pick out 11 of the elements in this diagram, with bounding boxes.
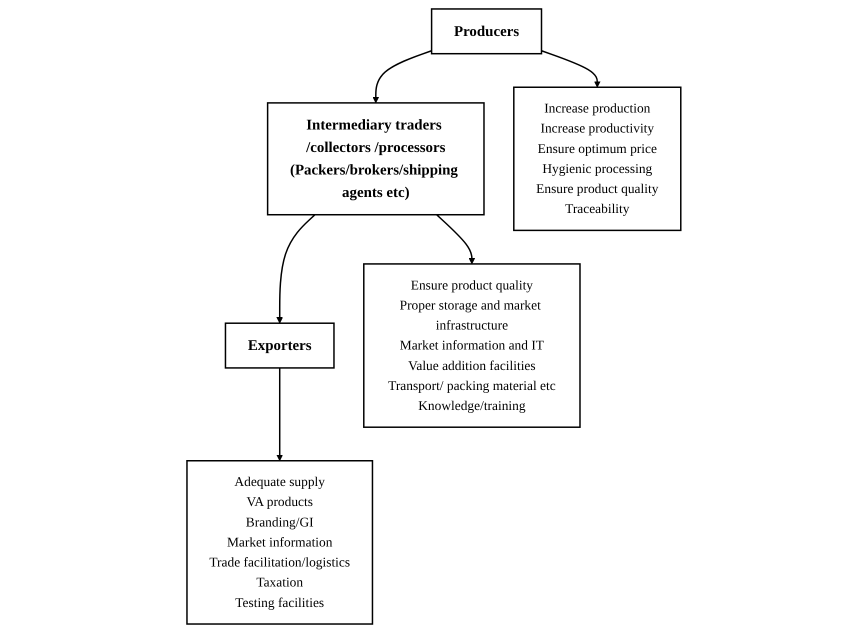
arrow (436, 214, 475, 264)
node-box: Exporters (224, 322, 334, 369)
arrow (540, 50, 600, 88)
node-box: Intermediary traders /collectors /processors (Packers/brokers/shipping agents etc) (266, 102, 484, 216)
arrow (276, 214, 316, 324)
arrow (276, 368, 283, 462)
node-box: Ensure product quality Proper storage and market infrastructure Market information and IT Value addition facilities Transport/ packing material etc Knowledge/training (362, 263, 580, 428)
arrow (372, 50, 432, 104)
node-box: Producers (430, 8, 542, 54)
node-box: Adequate supply VA products Branding/GI Market information Trade facilitation/logistics Taxation Testing facilities (186, 460, 373, 625)
node-box: Increase production Increase productivity Ensure optimum price Hygienic processing Ensure product quality Traceability (512, 86, 682, 232)
